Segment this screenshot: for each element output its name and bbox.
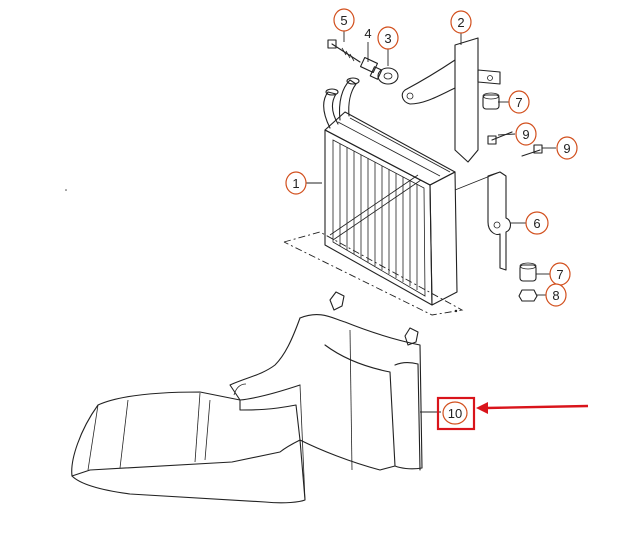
callout-9-a: 9 bbox=[515, 122, 537, 146]
callout-7-upper: 7 bbox=[508, 90, 530, 114]
callout-1: 1 bbox=[285, 171, 307, 195]
callout-2: 2 bbox=[450, 10, 472, 34]
bolt-9-b bbox=[521, 144, 543, 157]
radiator-pipes bbox=[323, 77, 360, 129]
callout-7-upper-label: 7 bbox=[515, 95, 522, 110]
upper-bracket bbox=[401, 37, 501, 163]
leader-lines bbox=[305, 30, 556, 413]
bolt-9-a bbox=[487, 131, 513, 145]
callout-6-label: 6 bbox=[533, 216, 540, 231]
highlight-arrow bbox=[476, 402, 589, 414]
radiator-core bbox=[324, 111, 458, 306]
callout-7-lower-label: 7 bbox=[556, 267, 563, 282]
stray-dot bbox=[454, 309, 458, 313]
callout-5-label: 5 bbox=[340, 13, 347, 28]
callout-3-label: 3 bbox=[384, 31, 391, 46]
callout-7-lower: 7 bbox=[549, 262, 571, 286]
nut-8 bbox=[518, 289, 538, 302]
callout-10[interactable]: 10 bbox=[442, 401, 468, 425]
callout-5: 5 bbox=[333, 8, 355, 32]
callout-9-b-label: 9 bbox=[563, 141, 570, 156]
bolt-5 bbox=[327, 39, 361, 63]
callout-8-label: 8 bbox=[552, 288, 559, 303]
callout-6: 6 bbox=[525, 211, 549, 235]
stray-dot bbox=[65, 189, 67, 191]
lower-bracket bbox=[454, 171, 512, 271]
callout-9-b: 9 bbox=[556, 136, 578, 160]
callout-2-label: 2 bbox=[457, 15, 464, 30]
callout-1-label: 1 bbox=[292, 176, 299, 191]
callout-3: 3 bbox=[377, 26, 399, 50]
rubber-mount-3 bbox=[369, 66, 399, 85]
air-duct bbox=[71, 291, 423, 504]
mount-7-upper bbox=[482, 92, 500, 110]
callout-4-label: 4 bbox=[364, 26, 371, 41]
callout-10-label: 10 bbox=[448, 406, 462, 421]
callout-4: 4 bbox=[364, 26, 371, 41]
assembly-guide-lines bbox=[283, 231, 464, 316]
callout-9-a-label: 9 bbox=[522, 127, 529, 142]
highlight-box bbox=[436, 396, 476, 431]
mount-7-lower bbox=[519, 262, 537, 282]
callout-8: 8 bbox=[545, 283, 567, 307]
spacer-4 bbox=[359, 56, 379, 74]
